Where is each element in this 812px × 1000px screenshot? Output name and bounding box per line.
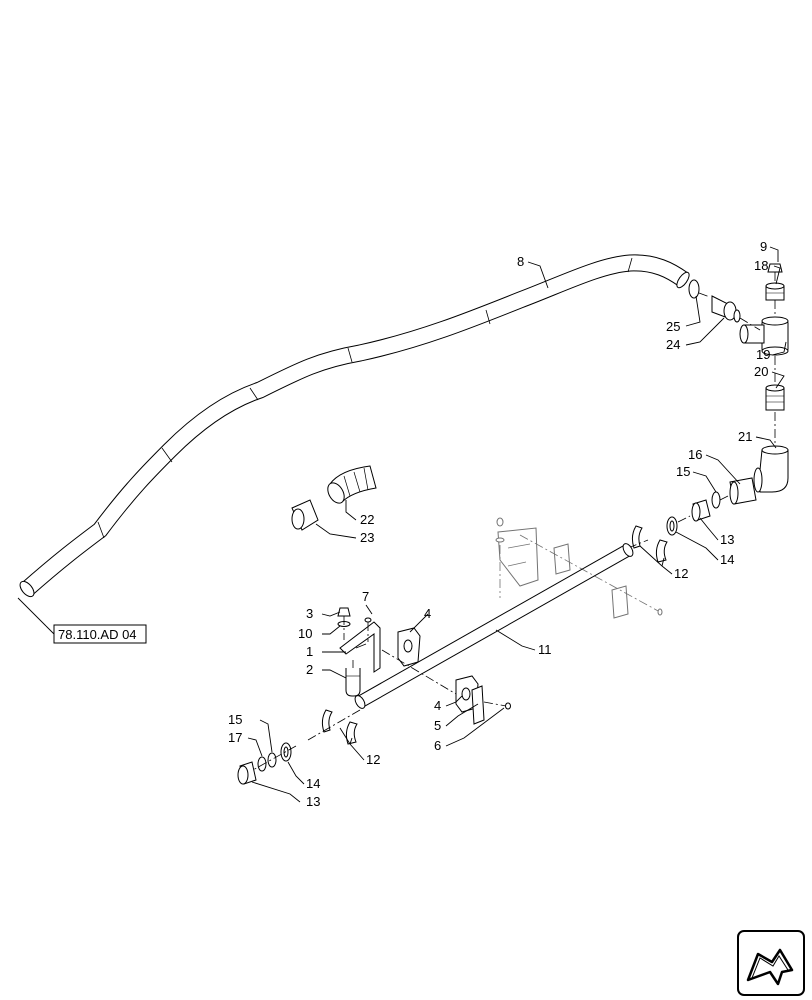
callout-6: 6 (434, 738, 441, 753)
cap-9 (767, 263, 783, 273)
callout-9: 9 (760, 239, 767, 254)
oring-17 (257, 756, 267, 772)
nipple-20 (765, 384, 785, 411)
callout-13-left: 13 (306, 794, 320, 809)
bracket-assembly-right (495, 517, 663, 619)
plate-5 (471, 685, 485, 725)
leader-lines (247, 246, 787, 803)
bracket-1 (339, 621, 381, 673)
washer-14-right (666, 516, 678, 536)
nut-13-right (691, 499, 711, 522)
callout-13-right: 13 (720, 532, 734, 547)
callout-21: 21 (738, 429, 752, 444)
callout-10: 10 (298, 626, 312, 641)
callout-14-right: 14 (720, 552, 734, 567)
callout-20: 20 (754, 364, 768, 379)
callout-15-left: 15 (228, 712, 242, 727)
callout-1: 1 (306, 644, 313, 659)
callout-23: 23 (360, 530, 374, 545)
callout-4-lower: 4 (434, 698, 441, 713)
clamp-4-upper (397, 627, 421, 667)
callout-12-left: 12 (366, 752, 380, 767)
clamp-12-right (631, 525, 668, 563)
clamp-25 (688, 279, 711, 299)
hose-22 (327, 465, 377, 504)
callout-17: 17 (228, 730, 242, 745)
fitting-24 (711, 295, 741, 323)
adapter-16 (729, 477, 757, 505)
callout-22: 22 (360, 512, 374, 527)
bolt-6 (505, 702, 511, 710)
callout-25: 25 (666, 319, 680, 334)
callout-5: 5 (434, 718, 441, 733)
callout-12-right: 12 (674, 566, 688, 581)
callout-14-left: 14 (306, 776, 320, 791)
callout-11: 11 (538, 642, 552, 657)
callout-7: 7 (362, 589, 369, 604)
bolt-7 (364, 617, 372, 642)
oring-15-left (267, 752, 277, 768)
elbow-21 (753, 445, 789, 493)
callout-16: 16 (688, 447, 702, 462)
reference-box[interactable]: 78.110.AD 04 (53, 624, 147, 644)
callout-8: 8 (517, 254, 524, 269)
nut-3 (337, 607, 351, 617)
reference-label: 78.110.AD 04 (58, 627, 137, 642)
callout-19: 19 (756, 347, 770, 362)
callout-18: 18 (754, 258, 768, 273)
clamp-12-left (321, 709, 358, 745)
callout-2: 2 (306, 662, 313, 677)
nipple-18 (765, 282, 785, 301)
callout-24: 24 (666, 337, 680, 352)
callout-labels: 8 9 18 25 24 19 20 21 16 15 13 14 12 7 4… (228, 239, 770, 809)
callout-4-upper: 4 (424, 606, 431, 621)
oring-15-right (711, 491, 721, 509)
ubolt-2 (345, 668, 361, 697)
tube-8 (19, 254, 690, 598)
tube-11 (354, 543, 634, 709)
callout-3: 3 (306, 606, 313, 621)
next-page-arrow-icon[interactable] (737, 930, 805, 996)
callout-15-right: 15 (676, 464, 690, 479)
cap-23 (291, 499, 319, 531)
nut-13-left (237, 761, 257, 785)
